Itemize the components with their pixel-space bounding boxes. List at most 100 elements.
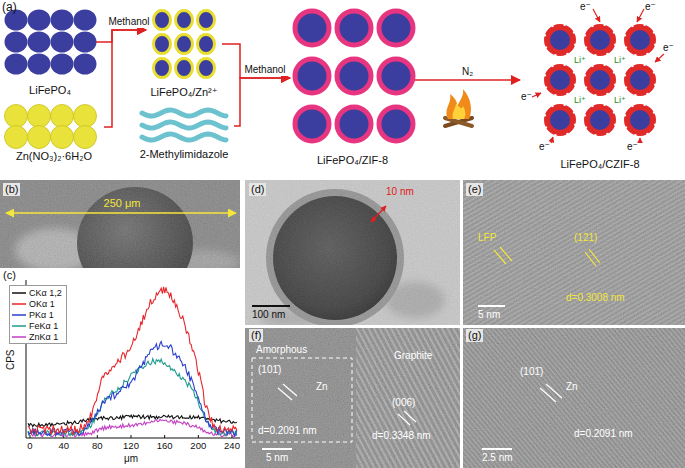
sem-image [6, 212, 236, 214]
line-scan-chart [198, 435, 199, 438]
carbon-coated-particles [585, 86, 588, 89]
legend-sample [12, 301, 26, 307]
carbon-coated-particles [547, 67, 573, 93]
axis-title: μm [124, 453, 138, 465]
coated-particles [176, 59, 193, 78]
hrtem-image [404, 411, 416, 422]
hrtem-image [283, 384, 297, 396]
carbon-coated-particles [573, 111, 576, 114]
carbon-coated-particles [551, 65, 554, 68]
electron-label: e⁻ [521, 91, 532, 103]
spacing-label: d=0.3348 nm [372, 430, 431, 442]
carbon-coated-particles [551, 25, 554, 28]
fire-icon [446, 89, 471, 119]
carbon-coated-particles [545, 86, 548, 89]
carbon-coated-particles [583, 114, 586, 117]
carbon-coated-particles [583, 74, 586, 77]
legend-entry: PKα 1 [12, 309, 62, 320]
electron-label: e⁻ [580, 1, 591, 13]
carbon-coated-particles [566, 133, 569, 136]
carbon-coated-particles [653, 31, 656, 34]
linker-waves [142, 134, 226, 140]
legend-sample [12, 323, 26, 329]
group-label: LiFePO₄ [4, 84, 96, 97]
carbon-coated-particles [613, 31, 616, 34]
fire-icon [453, 103, 466, 119]
carbon-coated-particles [634, 134, 637, 137]
edge-label: N₂ [461, 66, 474, 78]
zinc-salt-particles [28, 126, 51, 149]
spacing-label: d=0.2091 nm [574, 428, 633, 440]
scale-label: 250 μm [104, 197, 141, 210]
tick-label: 0 [27, 441, 32, 452]
group-label: LiFePO₄/ZIF-8 [290, 154, 415, 167]
hrtem-image [463, 180, 685, 325]
sem-image [0, 180, 240, 268]
lifepo4-particles [74, 10, 97, 31]
carbon-coated-particles [614, 123, 617, 126]
process-arrow [234, 78, 290, 126]
carbon-coated-particles [634, 54, 637, 57]
legend-entry: FeKα 1 [12, 320, 62, 331]
hrtem-image [463, 180, 685, 325]
tick-label: 40 [58, 441, 69, 452]
zinc-salt-particles [51, 126, 74, 149]
carbon-coated-particles [634, 94, 637, 97]
plane-label: (006) [392, 397, 415, 409]
carbon-coated-particles [545, 46, 548, 49]
carbon-coated-particles [603, 23, 606, 26]
line-scan-chart [28, 359, 237, 436]
carbon-coated-particles [585, 46, 588, 49]
illustration-space [134, 104, 234, 148]
legend-sample [12, 290, 26, 296]
carbon-coated-particles [627, 27, 653, 53]
linker-waves [142, 110, 226, 116]
zif-coated-particles [337, 59, 371, 93]
phase-label: Zn [566, 381, 578, 393]
hrtem-image [463, 180, 685, 325]
carbon-coated-particles [587, 107, 613, 133]
zif-coated-particles [379, 107, 413, 141]
illustration-space [4, 8, 96, 84]
carbon-coated-particles [574, 123, 577, 126]
electron-label: e⁻ [627, 141, 638, 153]
carbon-coated-particles [643, 23, 646, 26]
carbon-coated-particles [594, 134, 597, 137]
carbon-coated-particles [606, 133, 609, 136]
carbon-coated-particles [625, 46, 628, 49]
hrtem-image [245, 328, 460, 468]
group-label: Zn(NO₃)₂·6H₂O [4, 150, 104, 163]
carbon-coated-particles [574, 43, 577, 46]
panel-letter: (e) [466, 183, 483, 196]
lifepo4-particles [51, 54, 74, 75]
legend-text: CKα 1,2 [29, 288, 62, 298]
zinc-salt-particles [74, 126, 97, 149]
carbon-coated-particles [591, 25, 594, 28]
fire-icon [445, 118, 472, 126]
precursor-group: Zn(NO₃)₂·6H₂O [4, 104, 104, 163]
line-scan-chart [131, 435, 132, 438]
carbon-coated-particles [613, 71, 616, 74]
electron-arrow [639, 138, 640, 143]
electron-label: e⁻ [539, 141, 550, 153]
dimension-label: 10 nm [386, 186, 414, 198]
carbon-coated-particles [614, 83, 617, 86]
zif-coated-particles [295, 107, 329, 141]
coated-particles [154, 59, 171, 78]
carbon-coated-particles [587, 67, 613, 93]
hrtem-image [252, 358, 352, 442]
tem-image [245, 180, 460, 325]
zinc-salt-particles [28, 105, 51, 128]
legend-entry: CKα 1,2 [12, 287, 62, 298]
panel-letter: (c) [3, 269, 16, 282]
zif-coated-particles [337, 11, 371, 45]
plane-label: (121) [574, 232, 597, 244]
lifepo4-particles [5, 32, 28, 53]
line-scan-chart [28, 341, 237, 435]
hrtem-image [546, 384, 562, 398]
carbon-coated-particles [623, 74, 626, 77]
carbon-coated-particles [591, 105, 594, 108]
carbon-coated-particles [625, 86, 628, 89]
electron-arrow [655, 54, 664, 62]
electron-arrow [637, 9, 644, 22]
